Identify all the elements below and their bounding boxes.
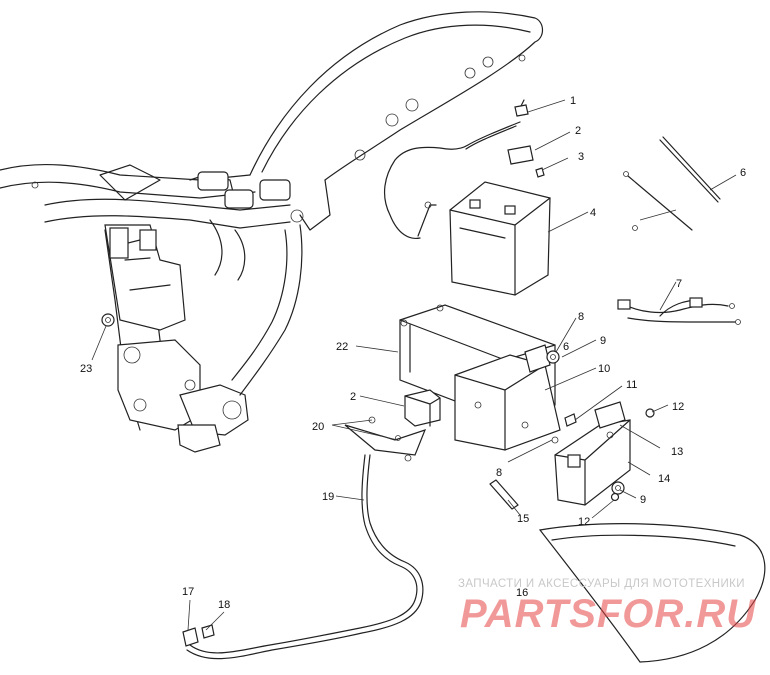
side-cover-16 [538,523,766,663]
callout-18: 18 [218,599,230,611]
callout-19: 19 [322,491,334,503]
screw-8b [551,436,559,444]
callout-6b: 6 [563,341,569,353]
callout-3: 3 [578,151,584,163]
callout-9b: 9 [640,494,646,506]
callout-2: 2 [575,125,581,137]
watermark-logo: PARTSFOR.RU [460,592,757,636]
callout-16: 16 [516,587,528,599]
cable-ties-6 [623,136,721,231]
watermark-tagline: ЗАПЧАСТИ И АКСЕССУАРЫ ДЛЯ МОТОТЕХНИКИ [458,578,745,590]
bolt-23 [101,313,115,327]
callout-15: 15 [517,513,529,525]
washer-8 [546,350,560,364]
nut-9 [611,481,625,495]
nut-3 [535,167,545,178]
callout-12: 12 [672,401,684,413]
callout-12b: 12 [578,516,590,528]
callout-1: 1 [570,95,576,107]
callout-8b: 8 [496,467,502,479]
bolt-1 [514,99,529,117]
callout-23: 23 [80,363,92,375]
vent-hose-19 [186,454,424,660]
nut-12 [645,408,655,418]
wiring-harness-7 [617,297,741,325]
clamp-18 [201,624,215,639]
rod-15 [489,479,519,510]
callout-13: 13 [671,446,683,458]
callout-4: 4 [590,207,596,219]
callout-9: 9 [600,335,606,347]
callout-22: 22 [336,341,348,353]
callout-7: 7 [676,278,682,290]
callout-numbers: 1 2 3 4 6 7 8 9 10 11 12 13 14 9 12 15 8… [80,95,746,611]
callout-17: 17 [182,586,194,598]
battery-4 [449,181,551,296]
motorcycle-frame [0,11,544,453]
leader-lines [91,99,737,631]
callout-6: 6 [740,167,746,179]
screw-11 [564,413,577,427]
relay-2 [404,389,441,427]
nut-12b [610,492,620,502]
callout-11: 11 [626,379,637,391]
side-bracket-14 [554,401,631,506]
callout-8: 8 [578,311,584,323]
callout-20: 20 [312,421,324,433]
fitting-17 [182,627,199,647]
callout-2b: 2 [350,391,356,403]
callout-14: 14 [658,473,670,485]
battery-box-10 [454,344,561,451]
battery-cable-2 [383,121,534,240]
callout-10: 10 [598,363,610,375]
